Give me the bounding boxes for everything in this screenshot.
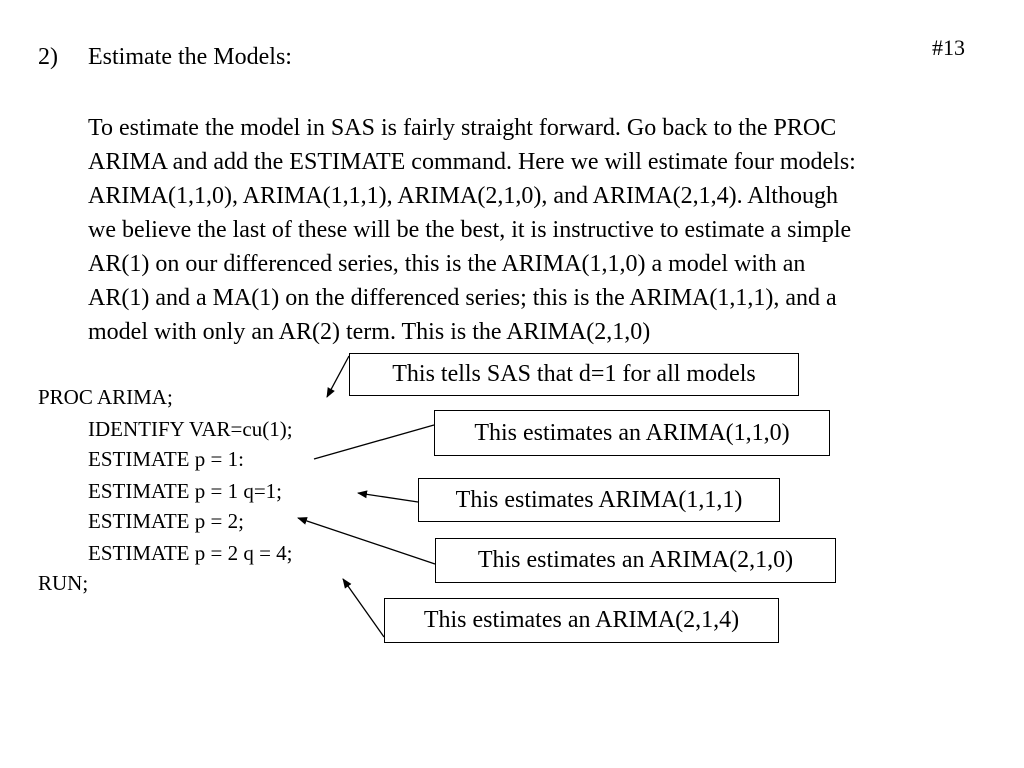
arrow-arima111	[357, 490, 419, 503]
arrow-d1	[326, 355, 350, 398]
callout-arima210: This estimates an ARIMA(2,1,0)	[435, 538, 836, 583]
callout-d1: This tells SAS that d=1 for all models	[349, 353, 799, 396]
slide-number: #13	[932, 35, 965, 60]
code-proc-line: PROC ARIMA;	[38, 385, 173, 409]
paragraph-line: ARIMA(1,1,0), ARIMA(1,1,1), ARIMA(2,1,0)…	[88, 183, 838, 209]
code-estimate-line: ESTIMATE p = 2;	[88, 509, 244, 533]
paragraph-line: we believe the last of these will be the…	[88, 217, 852, 243]
heading-title: Estimate the Models:	[88, 44, 292, 70]
arrow-arima110	[313, 424, 435, 460]
arrow-arima210	[297, 517, 436, 565]
callout-arima110: This estimates an ARIMA(1,1,0)	[434, 410, 830, 456]
code-estimate-line: ESTIMATE p = 1:	[88, 447, 244, 471]
paragraph-line: model with only an AR(2) term. This is t…	[88, 319, 651, 345]
explanation-paragraph: To estimate the model in SAS is fairly s…	[88, 111, 1018, 349]
paragraph-line: AR(1) and a MA(1) on the differenced ser…	[88, 285, 837, 311]
code-estimate-line: ESTIMATE p = 1 q=1;	[88, 479, 283, 503]
paragraph-line: ARIMA and add the ESTIMATE command. Here…	[88, 149, 856, 175]
callout-arima214: This estimates an ARIMA(2,1,4)	[384, 598, 779, 643]
code-run-line: RUN;	[38, 571, 89, 595]
arrow-arima214	[342, 578, 385, 638]
heading-number: 2)	[38, 44, 58, 70]
code-identify-line: IDENTIFY VAR=cu(1);	[88, 417, 293, 441]
code-estimate-line: ESTIMATE p = 2 q = 4;	[88, 541, 293, 565]
callout-arima111: This estimates ARIMA(1,1,1)	[418, 478, 780, 522]
paragraph-line: AR(1) on our differenced series, this is…	[88, 251, 806, 277]
paragraph-line: To estimate the model in SAS is fairly s…	[88, 115, 837, 141]
